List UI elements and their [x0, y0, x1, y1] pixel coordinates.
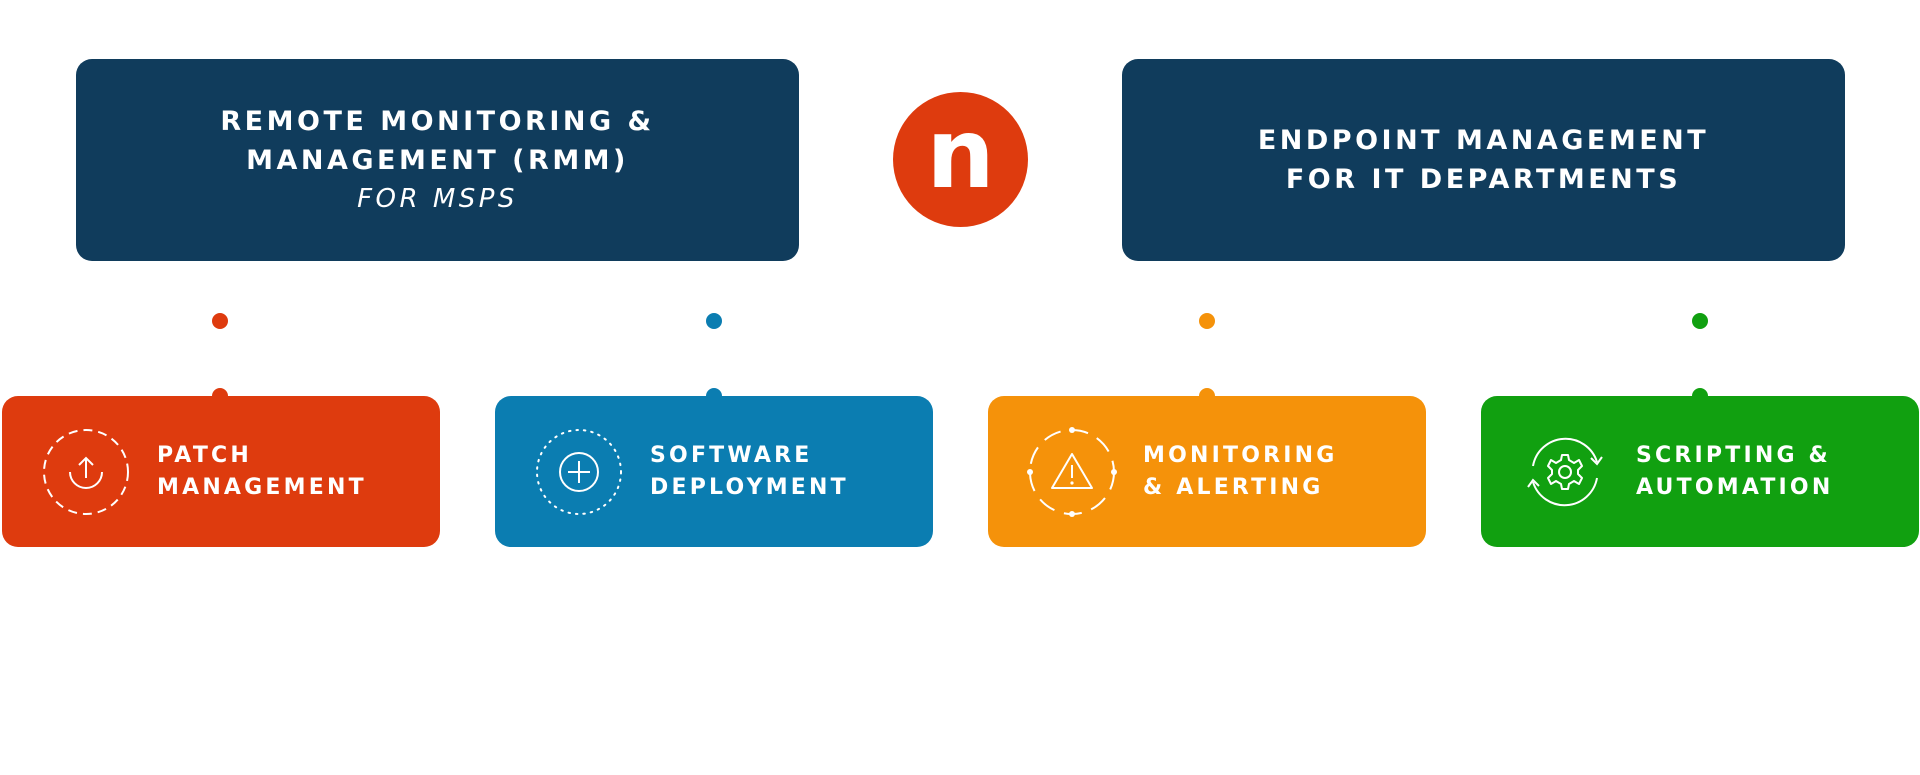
card-software-line-1: SOFTWARE — [650, 443, 813, 468]
card-scripting-line-2: AUTOMATION — [1636, 475, 1834, 500]
card-monitoring-line-2: & ALERTING — [1143, 475, 1324, 500]
rmm-title-line-2: MANAGEMENT (RMM) — [246, 145, 629, 176]
connector-dot-patch — [212, 313, 228, 329]
warning-triangle-icon — [1027, 427, 1117, 517]
rmm-title-line-1: REMOTE MONITORING & — [220, 106, 655, 137]
card-monitoring-alerting: MONITORING & ALERTING — [988, 396, 1426, 547]
connector-dot-monitoring — [1199, 313, 1215, 329]
card-scripting-line-1: SCRIPTING & — [1636, 443, 1831, 468]
card-patch-line-1: PATCH — [157, 443, 252, 468]
rmm-box: REMOTE MONITORING & MANAGEMENT (RMM) FOR… — [76, 59, 799, 261]
connector-dot-software — [706, 313, 722, 329]
rmm-subtitle: FOR MSPS — [357, 184, 518, 214]
card-patch-management: PATCH MANAGEMENT — [2, 396, 440, 547]
card-patch-line-2: MANAGEMENT — [157, 475, 367, 500]
card-monitoring-line-1: MONITORING — [1143, 443, 1338, 468]
logo-letter: n — [926, 97, 995, 210]
gear-cycle-icon — [1527, 437, 1603, 507]
endpoint-title-line-1: ENDPOINT MANAGEMENT — [1257, 125, 1710, 156]
connector-dot-scripting — [1692, 313, 1708, 329]
card-software-deployment: SOFTWARE DEPLOYMENT — [495, 396, 933, 547]
plus-circle-icon — [536, 429, 622, 515]
card-software-line-2: DEPLOYMENT — [650, 475, 849, 500]
ninja-logo: n — [893, 92, 1028, 227]
card-scripting-automation: SCRIPTING & AUTOMATION — [1481, 396, 1919, 547]
upload-arrow-icon — [43, 429, 129, 515]
endpoint-box: ENDPOINT MANAGEMENT FOR IT DEPARTMENTS — [1122, 59, 1845, 261]
endpoint-title-line-2: FOR IT DEPARTMENTS — [1285, 164, 1682, 195]
